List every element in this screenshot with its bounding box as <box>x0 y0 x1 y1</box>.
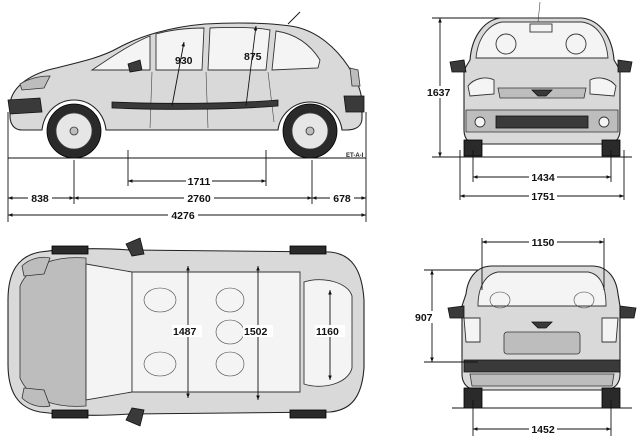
side-rear-wheel <box>282 103 338 159</box>
front-view: 1637 1434 1751 <box>426 1 633 203</box>
tailgate-opening-height-label: 907 <box>415 312 433 324</box>
side-view: ET-A-I 930 875 1711 838 2760 678 4276 <box>7 11 367 222</box>
boot-width-label: 1160 <box>316 326 339 338</box>
wheelbase-inner-label: 1711 <box>188 176 211 188</box>
side-front-wheel <box>46 103 102 159</box>
top-windshield <box>85 263 133 401</box>
rear-overhang-label: 678 <box>333 193 351 205</box>
overall-height-label: 1637 <box>427 87 451 99</box>
tailgate-opening-width-label: 1150 <box>532 237 555 249</box>
side-rubbing-strip <box>111 99 279 110</box>
reference-label: ET-A-I <box>346 153 364 159</box>
rear-bumper <box>463 359 621 373</box>
front-cabin-width-label: 1487 <box>173 326 197 338</box>
top-view: 1487 1502 1160 <box>7 237 365 427</box>
front-overhang-label: 838 <box>31 193 49 205</box>
side-rear-bumper <box>343 95 365 113</box>
side-front-window <box>155 27 205 71</box>
front-door-height-label: 930 <box>175 55 193 67</box>
rear-window <box>477 271 607 307</box>
rear-door-height-label: 875 <box>244 51 262 63</box>
rear-track-label: 1452 <box>531 424 555 436</box>
side-front-bumper <box>7 97 43 115</box>
overall-length-label: 4276 <box>171 210 195 222</box>
rear-cabin-width-label: 1502 <box>244 326 268 338</box>
wheelbase-label: 2760 <box>187 193 211 205</box>
front-track-label: 1434 <box>531 172 555 184</box>
rear-view: 1150 907 1452 <box>414 236 637 436</box>
side-rear-window <box>207 26 271 71</box>
side-quarter-window <box>271 30 321 71</box>
overall-width-label: 1751 <box>531 191 555 203</box>
